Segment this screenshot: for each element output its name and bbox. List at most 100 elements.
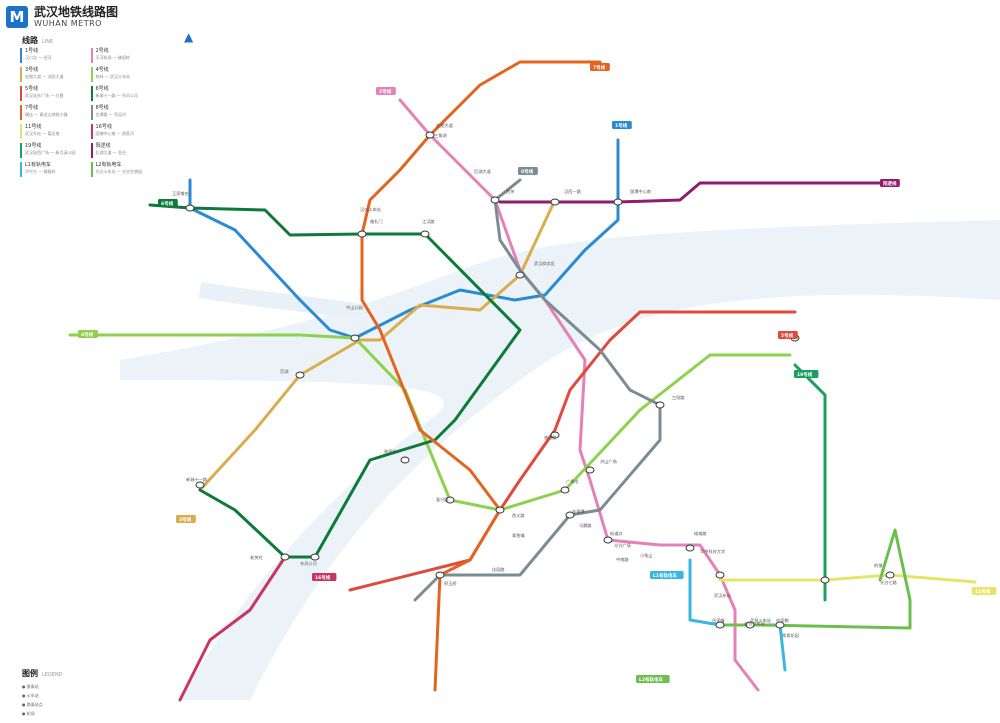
line-tag-label: 阳逻线	[883, 180, 897, 187]
station-label[interactable]: 汉口火车站	[360, 206, 381, 213]
line-color-swatch	[20, 124, 22, 139]
station-label[interactable]: 岳家嘴	[712, 617, 725, 624]
legend-line-name: 6号线	[95, 86, 109, 92]
station-label[interactable]: 豹澥	[874, 562, 883, 569]
line-tag: 16号线	[312, 573, 337, 581]
line-16-path	[178, 555, 287, 702]
line-1-path	[188, 138, 620, 340]
line-color-swatch	[20, 48, 22, 63]
station-label[interactable]: 青鱼嘴	[512, 532, 525, 539]
line-color-swatch	[20, 105, 22, 120]
legend-item: 6号线新城十一路 — 东风公司	[90, 86, 156, 101]
station-label[interactable]: 佳园路	[492, 566, 505, 573]
legend-line-name: 阳逻线	[95, 143, 111, 149]
legend-line-name: 7号线	[25, 105, 39, 111]
station-label[interactable]: 后湖大道	[474, 168, 492, 175]
station-label[interactable]: 小龟山	[640, 552, 653, 559]
legend-item: 16号线国博中心南 — 周家河	[90, 124, 156, 139]
line-tag: 7号线	[590, 63, 610, 71]
station-label[interactable]: 中山公园	[346, 304, 363, 311]
legend-line-desc: 国博中心南 — 周家河	[95, 131, 135, 136]
legend-line-name: 4号线	[95, 67, 109, 73]
station-label[interactable]: 武汉东站	[714, 592, 731, 599]
station-label[interactable]: 光谷七路	[880, 579, 898, 586]
legend-line-desc: 新城十一路 — 东风公司	[95, 93, 139, 98]
line-7-path	[360, 60, 602, 692]
line-tag: 5号线	[778, 331, 798, 339]
line-tag-label: 1号线	[615, 122, 628, 129]
line-tag-label: 8号线	[521, 168, 534, 175]
legend-item: 5号线武汉站东广场 — 红霞	[20, 86, 85, 101]
station-label[interactable]: 王家墩东	[172, 190, 189, 197]
legend-line-desc: 天河机场 — 佛祖岭	[95, 55, 131, 60]
station-label[interactable]: 积玉桥	[444, 580, 457, 587]
legend-line-desc: 后湖大道 — 金台	[95, 150, 127, 155]
station-label[interactable]: 循礼门	[370, 218, 383, 225]
station-label[interactable]: 武昌火车站	[750, 617, 771, 624]
legend-line-name: 1号线	[25, 48, 39, 54]
station-label[interactable]: 洪山广场	[600, 458, 617, 465]
station-label[interactable]: 华中科技大学	[700, 548, 725, 555]
legend-line-desc: 宏图大道 — 沌阳大道	[25, 74, 64, 79]
station-label[interactable]: 武汉商务区	[534, 260, 555, 267]
station-label[interactable]: 钟家村	[384, 448, 397, 455]
legend-item: 1号线汉口北 — 径河	[20, 48, 85, 63]
station-label[interactable]: 宏图大道	[436, 122, 454, 129]
station-label[interactable]: 江汉路	[422, 218, 435, 225]
line-color-swatch	[90, 86, 93, 101]
station-label[interactable]: 汉西一路	[564, 188, 582, 195]
legend-line-desc: 金潭路 — 军运村	[95, 112, 127, 117]
legend-item: 11号线武汉东站 — 葛店南	[20, 124, 85, 139]
line-color-swatch	[90, 143, 93, 158]
line-tag: 8号线	[518, 167, 538, 175]
line-tag: 19号线	[794, 370, 819, 378]
station-label[interactable]: 新城十一路	[186, 476, 208, 483]
station-label[interactable]: 金银潭	[572, 508, 585, 515]
station-label[interactable]: 宗关	[506, 188, 514, 195]
line-color-swatch	[20, 162, 22, 177]
legend-line-desc: 光谷火车站 — 光谷生物园	[95, 169, 143, 174]
footer-legend-item: ● 机场	[22, 711, 35, 716]
station-label[interactable]: 三阳路	[672, 394, 685, 401]
station-label[interactable]: 徐家棚	[776, 617, 789, 624]
line-tag-label: 7号线	[593, 64, 606, 71]
header: M 武汉地铁线路图 WUHAN METRO	[6, 6, 118, 28]
station-label[interactable]: 珞雄路	[694, 530, 707, 537]
footer-legend: ● 换乘站● 火车站● 换乘站点● 机场	[22, 684, 43, 720]
station-label[interactable]: 常青花园	[782, 632, 799, 639]
station-label[interactable]: 范湖	[280, 368, 288, 375]
station-label[interactable]: 广埠屯	[566, 478, 579, 485]
line-6-path	[148, 203, 522, 559]
station-label[interactable]: 光谷广场	[614, 542, 631, 549]
station-label[interactable]: 东风公司	[300, 560, 317, 567]
legend-line-desc: 华中大 — 佛祖岭	[25, 169, 56, 174]
line-L1-path	[688, 558, 787, 672]
line-color-swatch	[20, 143, 22, 158]
station-label[interactable]: 首义路	[512, 512, 525, 519]
yangtze-river	[120, 220, 1000, 700]
station-label[interactable]: 老关村	[250, 554, 263, 561]
legend-line-desc: 武汉东站 — 葛店南	[25, 131, 60, 136]
legend-line-name: 5号线	[25, 86, 39, 92]
legend-line-name: 8号线	[95, 105, 109, 111]
station-label[interactable]: 光谷火车站	[744, 620, 765, 627]
legend-item: 4号线柏林 — 武汉火车站	[90, 67, 156, 82]
station-label[interactable]: 国博中心南	[630, 188, 651, 195]
line-tag-label: L2有轨电车	[639, 676, 663, 683]
line-tag: 2号线	[376, 87, 396, 95]
line-tag: 4号线	[78, 330, 98, 338]
legend-line-name: L1有轨电车	[25, 162, 51, 168]
line-tag-label: 16号线	[315, 574, 331, 581]
line-color-swatch	[20, 67, 22, 82]
station-label[interactable]: 三角湖	[434, 132, 447, 139]
legend-item: 8号线金潭路 — 军运村	[90, 105, 156, 120]
station-label[interactable]: 街道口	[610, 530, 623, 537]
station-label[interactable]: 马鹦路	[579, 522, 592, 529]
station-label[interactable]: 香港路	[544, 434, 557, 441]
station-label[interactable]: 复兴路	[436, 496, 449, 503]
metro-logo-icon: M	[6, 6, 28, 28]
station-label[interactable]: 中南路	[616, 556, 629, 563]
